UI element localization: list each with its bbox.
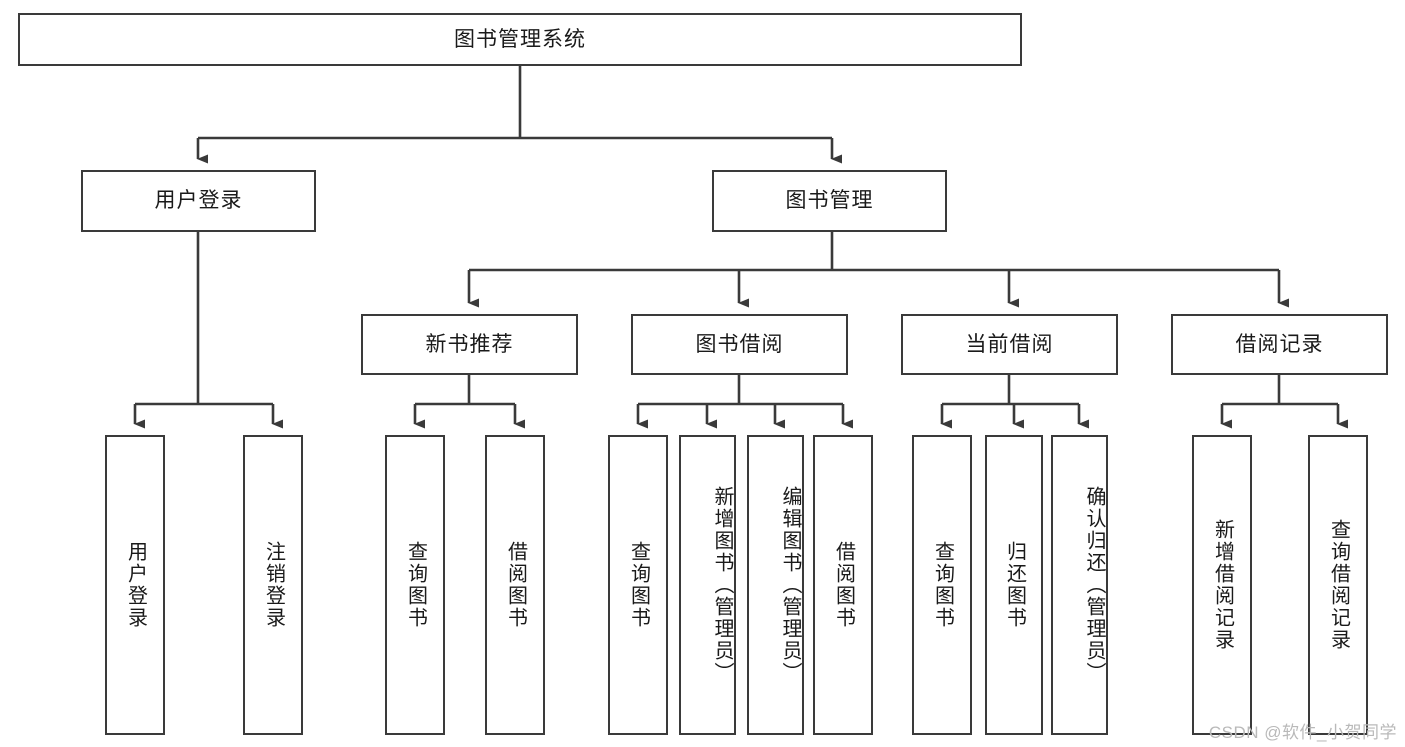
edges-book-management <box>467 232 1289 308</box>
node-user-login-label: 用户登录 <box>154 189 243 213</box>
node-leaf-borrow-book-1[interactable]: 借阅图书 <box>485 435 545 735</box>
node-leaf-add-book-admin-label: 新增图书（管理员） <box>711 486 733 684</box>
node-book-management[interactable]: 图书管理 <box>712 170 947 232</box>
node-new-book-recommend[interactable]: 新书推荐 <box>361 314 578 375</box>
node-leaf-borrow-book-2[interactable]: 借阅图书 <box>813 435 873 735</box>
node-leaf-user-login-label: 用户登录 <box>124 541 147 629</box>
node-leaf-add-book-admin[interactable]: 新增图书（管理员） <box>679 435 736 735</box>
edges-book-borrow <box>636 375 853 429</box>
node-leaf-borrow-book-2-label: 借阅图书 <box>832 541 855 629</box>
node-leaf-query-book-3-label: 查询图书 <box>931 541 954 629</box>
node-leaf-query-book-2-label: 查询图书 <box>627 541 650 629</box>
node-leaf-user-login[interactable]: 用户登录 <box>105 435 165 735</box>
node-root[interactable]: 图书管理系统 <box>18 13 1022 66</box>
edges-current-borrow <box>940 375 1089 429</box>
node-user-login[interactable]: 用户登录 <box>81 170 316 232</box>
node-leaf-add-borrow-record-label: 新增借阅记录 <box>1211 519 1234 651</box>
node-leaf-edit-book-admin[interactable]: 编辑图书（管理员） <box>747 435 804 735</box>
node-root-label: 图书管理系统 <box>454 27 586 51</box>
node-leaf-confirm-return-admin[interactable]: 确认归还（管理员） <box>1051 435 1108 735</box>
node-borrow-record-label: 借阅记录 <box>1235 332 1324 356</box>
edges-new-book-recommend <box>413 375 525 429</box>
edges-borrow-record <box>1220 375 1348 429</box>
node-leaf-query-book-3[interactable]: 查询图书 <box>912 435 972 735</box>
node-leaf-add-borrow-record[interactable]: 新增借阅记录 <box>1192 435 1252 735</box>
node-leaf-query-book-1-label: 查询图书 <box>404 541 427 629</box>
edges-user-login <box>133 232 283 429</box>
node-leaf-query-borrow-record-label: 查询借阅记录 <box>1327 519 1350 651</box>
node-leaf-query-book-1[interactable]: 查询图书 <box>385 435 445 735</box>
node-leaf-borrow-book-1-label: 借阅图书 <box>504 541 527 629</box>
node-leaf-query-book-2[interactable]: 查询图书 <box>608 435 668 735</box>
edges-root <box>196 66 842 164</box>
node-leaf-confirm-return-admin-label: 确认归还（管理员） <box>1083 486 1105 684</box>
node-book-management-label: 图书管理 <box>785 189 874 213</box>
node-leaf-return-book-label: 归还图书 <box>1003 541 1026 629</box>
node-book-borrow[interactable]: 图书借阅 <box>631 314 848 375</box>
node-leaf-return-book[interactable]: 归还图书 <box>985 435 1043 735</box>
node-leaf-query-borrow-record[interactable]: 查询借阅记录 <box>1308 435 1368 735</box>
node-leaf-logout-label: 注销登录 <box>262 541 285 629</box>
node-borrow-record[interactable]: 借阅记录 <box>1171 314 1388 375</box>
node-book-borrow-label: 图书借阅 <box>695 332 784 356</box>
node-new-book-recommend-label: 新书推荐 <box>425 332 514 356</box>
watermark: CSDN @软件_小贺同学 <box>1208 723 1397 742</box>
node-current-borrow[interactable]: 当前借阅 <box>901 314 1118 375</box>
node-leaf-edit-book-admin-label: 编辑图书（管理员） <box>779 486 801 684</box>
node-leaf-logout[interactable]: 注销登录 <box>243 435 303 735</box>
node-current-borrow-label: 当前借阅 <box>965 332 1054 356</box>
